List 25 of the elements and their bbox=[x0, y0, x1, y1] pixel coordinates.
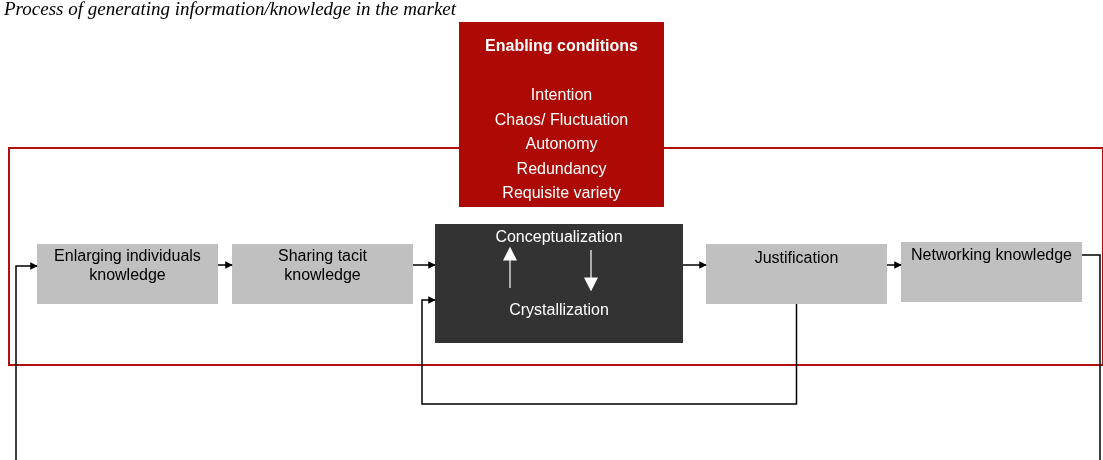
arrow bbox=[217, 261, 233, 269]
conditions-heading: Enabling conditions bbox=[484, 36, 639, 55]
arrow bbox=[421, 296, 798, 405]
process-box bbox=[37, 244, 218, 304]
condition-item: Redundancy bbox=[515, 158, 608, 178]
condition-item: Requisite variety bbox=[501, 183, 622, 202]
process-label: Networking knowledge bbox=[910, 245, 1073, 264]
conditions-box bbox=[459, 22, 664, 207]
process-box bbox=[232, 244, 413, 304]
process-label: Sharing tacit knowledge bbox=[277, 246, 368, 284]
process-box bbox=[901, 242, 1082, 302]
arrow bbox=[886, 261, 902, 269]
arrow bbox=[682, 261, 707, 269]
arrow bbox=[412, 261, 436, 269]
process-box bbox=[435, 224, 683, 343]
process-box bbox=[706, 244, 887, 304]
phase-label: Crystallization bbox=[508, 300, 610, 319]
condition-item: Autonomy bbox=[524, 134, 599, 153]
process-label: Enlarging individuals knowledge bbox=[53, 246, 202, 284]
condition-item: Intention bbox=[529, 85, 594, 104]
condition-item: Chaos/ Fluctuation bbox=[493, 109, 630, 129]
phase-label: Conceptualization bbox=[494, 227, 624, 246]
process-label: Justification bbox=[753, 248, 840, 267]
diagram-title: Process of generating information/knowledge in the market bbox=[4, 0, 457, 20]
arrow bbox=[15, 262, 38, 460]
